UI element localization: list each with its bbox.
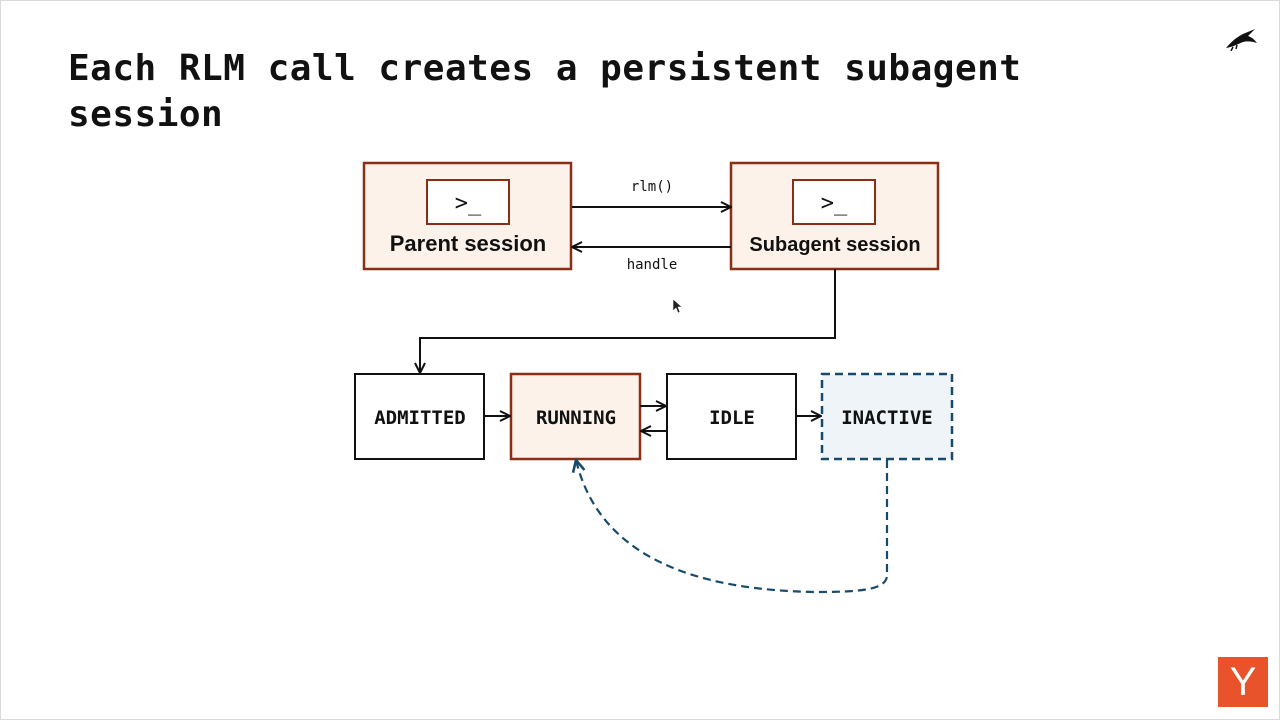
state-running: RUNNING <box>509 372 642 461</box>
state-running-label: RUNNING <box>536 407 616 429</box>
inactive-to-running-arrow <box>576 460 889 594</box>
subagent-session-box: >_ Subagent session <box>729 161 940 271</box>
state-idle: IDLE <box>666 373 797 460</box>
mouse-cursor-icon <box>672 298 683 314</box>
handle-label: handle <box>627 257 678 273</box>
state-admitted-label: ADMITTED <box>374 407 466 429</box>
subagent-terminal-icon: >_ <box>821 191 848 216</box>
slide-title: Each RLM call creates a persistent subag… <box>68 48 1022 135</box>
subagent-session-label: Subagent session <box>749 234 920 256</box>
y-logo: Y <box>1218 657 1268 707</box>
parent-session-label: Parent session <box>390 231 547 256</box>
state-idle-label: IDLE <box>709 407 755 429</box>
parent-session-box: >_ Parent session <box>362 161 573 271</box>
state-inactive-label: INACTIVE <box>841 407 933 429</box>
rlm-call-label: rlm() <box>631 179 673 195</box>
state-inactive: INACTIVE <box>820 372 954 461</box>
bird-icon <box>1226 29 1257 51</box>
parent-terminal-icon: >_ <box>455 191 482 216</box>
state-admitted: ADMITTED <box>354 373 485 460</box>
lifecycle-connector <box>420 269 836 373</box>
